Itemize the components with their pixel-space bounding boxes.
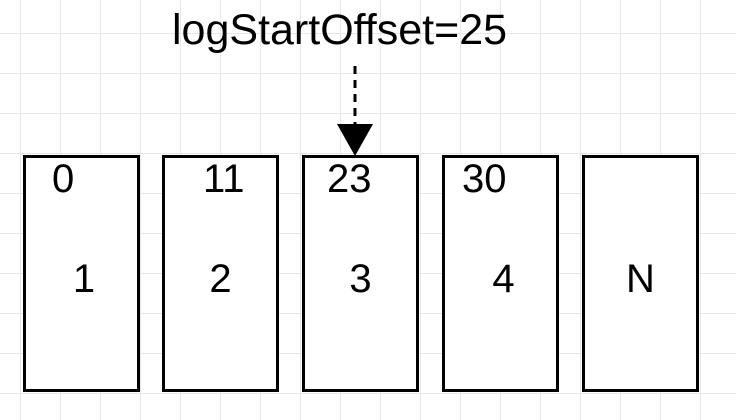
segment-label: 2	[209, 257, 232, 301]
segment-base-offset: 30	[462, 157, 507, 201]
segment-label: 4	[492, 257, 515, 301]
segment-base-offset: 11	[203, 157, 245, 201]
segment-box: 30 4	[442, 155, 559, 392]
segment-label: 1	[72, 257, 96, 301]
segment-label: 3	[349, 257, 372, 301]
dashed-down-arrow-icon	[337, 66, 373, 156]
segment-box: 0 1	[23, 155, 140, 392]
log-start-offset-label: logStartOffset=25	[172, 6, 508, 54]
segment-base-offset: 0	[52, 157, 75, 201]
segment-box: N	[582, 155, 699, 392]
segment-base-offset: 23	[327, 157, 372, 201]
segment-box: 11 2	[162, 155, 279, 392]
segment-box: 23 3	[302, 155, 419, 392]
segment-label: N	[626, 257, 655, 301]
